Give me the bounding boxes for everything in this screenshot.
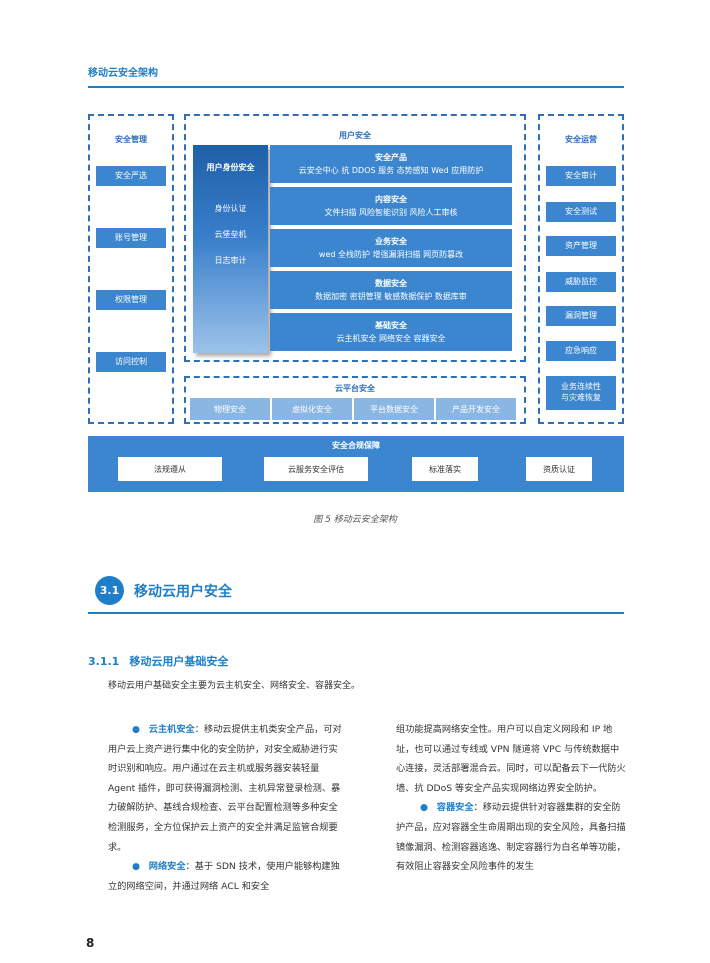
ops-item-business-continuity[interactable]: 业务连续性 与灾难恢复 — [546, 376, 616, 410]
ops-panel-title: 安全运营 — [565, 135, 597, 144]
layer-data-security: 数据安全 数据加密 密钥管理 敏感数据保护 数据库审 — [270, 271, 512, 309]
ops-item-vuln-mgmt[interactable]: 漏洞管理 — [546, 306, 616, 326]
layer-business-security: 业务安全 wed 全栈防护 增强漏洞扫描 网页防篡改 — [270, 229, 512, 267]
compliance-bar: 安全合规保障 法规遵从 云服务安全评估 标准落实 资质认证 — [88, 436, 624, 492]
mgmt-panel — [88, 114, 174, 424]
subsection-title: 3.1.1 移动云用户基础安全 — [88, 653, 228, 669]
compliance-item-standards[interactable]: 标准落实 — [412, 457, 478, 481]
body-column-right: 组功能提高网络安全性。用户可以自定义网段和 IP 地址，也可以通过专线或 VPN… — [396, 720, 628, 877]
layer-items: 文件扫描 风险智能识别 风险人工审核 — [324, 208, 458, 217]
cloud-platform-title: 云平台安全 — [335, 384, 375, 393]
ops-item-threat-monitor[interactable]: 威胁监控 — [546, 272, 616, 292]
mgmt-item-account[interactable]: 账号管理 — [96, 228, 166, 248]
network-security-text: ：基于 SDN 技术，使用户能够构建独立的网络空间，并通过网络 ACL 和安全 — [108, 861, 340, 892]
compliance-item-regulation[interactable]: 法规遵从 — [118, 457, 222, 481]
ops-panel — [538, 114, 624, 424]
layer-title: 数据安全 — [375, 279, 407, 288]
layer-title: 业务安全 — [375, 237, 407, 246]
layer-items: 云安全中心 抗 DDOS 服务 态势感知 Wed 应用防护 — [298, 166, 484, 175]
identity-item-auth: 身份认证 — [214, 204, 247, 213]
compliance-title: 安全合规保障 — [332, 441, 380, 450]
mgmt-item-access-control[interactable]: 访问控制 — [96, 352, 166, 372]
ops-item-testing[interactable]: 安全测试 — [546, 202, 616, 222]
layer-title: 内容安全 — [375, 195, 407, 204]
identity-security-title: 用户身份安全 — [206, 163, 255, 172]
cloud-item-physical[interactable]: 物理安全 — [190, 398, 270, 420]
layer-items: 数据加密 密钥管理 敏感数据保护 数据库审 — [315, 292, 467, 301]
body-column-left: ● 云主机安全：移动云提供主机类安全产品，可对用户云上资产进行集中化的安全防护，… — [108, 720, 346, 896]
identity-item-audit: 日志审计 — [214, 256, 247, 265]
network-security-text-cont: 组功能提高网络安全性。用户可以自定义网段和 IP 地址，也可以通过专线或 VPN… — [396, 724, 626, 794]
cloud-item-virtualization[interactable]: 虚拟化安全 — [272, 398, 352, 420]
mgmt-item-security-selection[interactable]: 安全严选 — [96, 166, 166, 186]
subsection-number: 3.1.1 — [88, 655, 120, 668]
layer-items: 云主机安全 网络安全 容器安全 — [336, 334, 446, 343]
figure-caption: 图 5 移动云安全架构 — [313, 515, 397, 525]
cloud-item-platform-data[interactable]: 平台数据安全 — [354, 398, 434, 420]
user-security-panel — [184, 114, 526, 362]
term-host-security: 云主机安全 — [148, 724, 195, 735]
bullet-icon: ● — [132, 861, 141, 873]
term-network-security: 网络安全 — [148, 861, 186, 873]
container-security-text: ：移动云提供针对容器集群的安全防护产品，应对容器全生命周期出现的安全风险，具备扫… — [396, 802, 626, 873]
layer-title: 基础安全 — [375, 321, 407, 330]
layer-items: wed 全栈防护 增强漏洞扫描 网页防篡改 — [318, 250, 464, 259]
page-number: 8 — [86, 936, 95, 950]
section-number-badge: 3.1 — [95, 576, 124, 605]
intro-paragraph: 移动云用户基础安全主要为云主机安全、网络安全、容器安全。 — [108, 681, 361, 691]
cloud-platform-panel — [184, 376, 526, 424]
bullet-icon: ● — [132, 724, 141, 735]
layer-title: 安全产品 — [375, 153, 407, 162]
section-divider — [88, 612, 624, 614]
section-title: 移动云用户安全 — [134, 584, 232, 600]
bullet-icon: ● — [420, 802, 429, 814]
host-security-text: ：移动云提供主机类安全产品，可对用户云上资产进行集中化的安全防护，对安全威胁进行… — [108, 724, 342, 853]
subsection-title-text: 移动云用户基础安全 — [129, 655, 229, 668]
layer-security-products: 安全产品 云安全中心 抗 DDOS 服务 态势感知 Wed 应用防护 — [270, 145, 512, 183]
layer-base-security: 基础安全 云主机安全 网络安全 容器安全 — [270, 313, 512, 351]
page-header-title: 移动云安全架构 — [88, 68, 158, 79]
term-container-security: 容器安全 — [436, 802, 474, 814]
identity-security-card: 用户身份安全 身份认证 云堡垒机 日志审计 — [193, 145, 268, 353]
compliance-item-certification[interactable]: 资质认证 — [526, 457, 592, 481]
identity-item-bastion: 云堡垒机 — [214, 230, 247, 239]
layer-content-security: 内容安全 文件扫描 风险智能识别 风险人工审核 — [270, 187, 512, 225]
user-security-title: 用户安全 — [339, 131, 371, 140]
compliance-item-assessment[interactable]: 云服务安全评估 — [264, 457, 368, 481]
ops-item-assets[interactable]: 资产管理 — [546, 236, 616, 256]
ops-item-incident-response[interactable]: 应急响应 — [546, 341, 616, 361]
ops-item-audit[interactable]: 安全审计 — [546, 166, 616, 186]
mgmt-panel-title: 安全管理 — [115, 135, 147, 144]
header-divider — [88, 86, 624, 88]
mgmt-item-permission[interactable]: 权限管理 — [96, 290, 166, 310]
cloud-item-product-dev[interactable]: 产品开发安全 — [436, 398, 516, 420]
